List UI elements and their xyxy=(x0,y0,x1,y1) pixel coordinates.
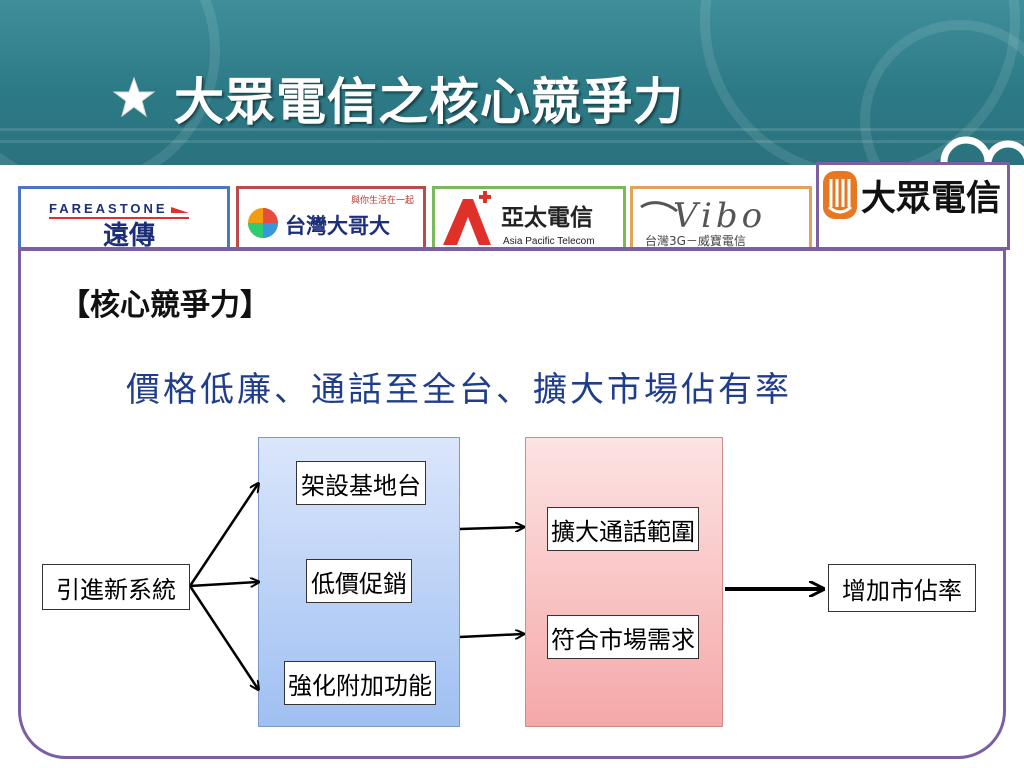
arrow-to-value-added xyxy=(188,585,258,689)
strategy-box-promotion: 低價促銷 xyxy=(306,559,412,603)
strategy-box-base-station: 架設基地台 xyxy=(296,461,426,505)
apt-english-text: Asia Pacific Telecom xyxy=(503,236,595,247)
subtitle: 價格低廉、通話至全台、擴大市場佔有率 xyxy=(126,370,792,410)
apt-name-text: 亞太電信 xyxy=(501,204,593,231)
slide-header: 大眾電信之核心競爭力 xyxy=(0,0,1024,165)
title-row: 大眾電信之核心競爭力 xyxy=(112,62,684,134)
result-box: 增加市佔率 xyxy=(828,564,976,612)
header-stripe xyxy=(0,128,1024,131)
header-stripe xyxy=(0,140,1024,143)
arrow-to-base-station xyxy=(188,484,258,587)
header-swirl-decoration xyxy=(860,20,1024,165)
effect-box-coverage: 擴大通話範圍 xyxy=(547,507,699,551)
effect-box-demand: 符合市場需求 xyxy=(547,615,699,659)
content-frame xyxy=(18,247,1006,759)
header-swirl-decoration xyxy=(0,0,220,165)
fet-local-text: 遠傳 xyxy=(103,221,155,249)
tcc-slogan-text: 與你生活在一起 xyxy=(351,194,414,206)
star-icon xyxy=(112,76,156,118)
tcc-name-text: 台灣大哥大 xyxy=(285,214,390,238)
arrow-to-demand xyxy=(459,634,523,637)
section-heading: 【核心競爭力】 xyxy=(60,288,270,323)
logo-vibo: Vibo 台灣3G－威寶電信 xyxy=(630,186,812,252)
mobitai-name-text: 大眾電信 xyxy=(861,179,1001,219)
logo-mobitai: 大眾電信 xyxy=(816,162,1010,250)
page-title: 大眾電信之核心競爭力 xyxy=(174,73,684,131)
logo-fareastone: FAREASTONE 遠傳 xyxy=(18,186,230,252)
arrow-to-coverage xyxy=(459,527,523,529)
arrow-to-promotion xyxy=(189,582,258,586)
fet-brand-text: FAREASTONE xyxy=(49,201,168,216)
vibo-tagline-text: 台灣3G－威寶電信 xyxy=(645,233,746,248)
effect-panel xyxy=(525,437,723,727)
strategy-box-value-added: 強化附加功能 xyxy=(284,661,436,705)
source-box: 引進新系統 xyxy=(42,564,190,610)
vibo-brand-text: Vibo xyxy=(673,196,766,236)
